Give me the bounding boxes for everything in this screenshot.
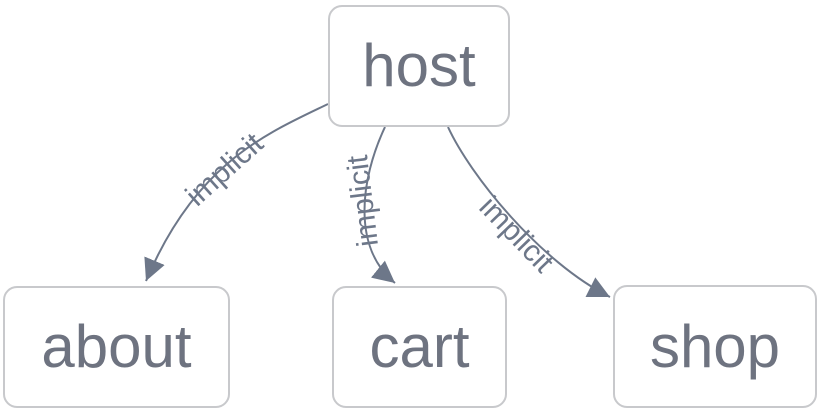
node-cart-label: cart: [369, 313, 470, 380]
node-host-label: host: [362, 32, 476, 99]
edge-host-about[interactable]: [144, 103, 329, 282]
node-shop-label: shop: [649, 312, 781, 380]
node-host[interactable]: host: [328, 5, 510, 127]
node-about[interactable]: about: [3, 286, 230, 408]
edge-label-host-cart: implicit: [341, 153, 385, 249]
edge-host-cart[interactable]: [363, 126, 396, 284]
edge-host-shop[interactable]: [447, 126, 611, 298]
node-shop[interactable]: shop: [613, 285, 817, 408]
node-about-label: about: [41, 313, 192, 380]
edge-label-host-shop: implicit: [473, 190, 561, 279]
node-cart[interactable]: cart: [332, 286, 507, 408]
edge-label-host-about: implicit: [180, 126, 271, 212]
